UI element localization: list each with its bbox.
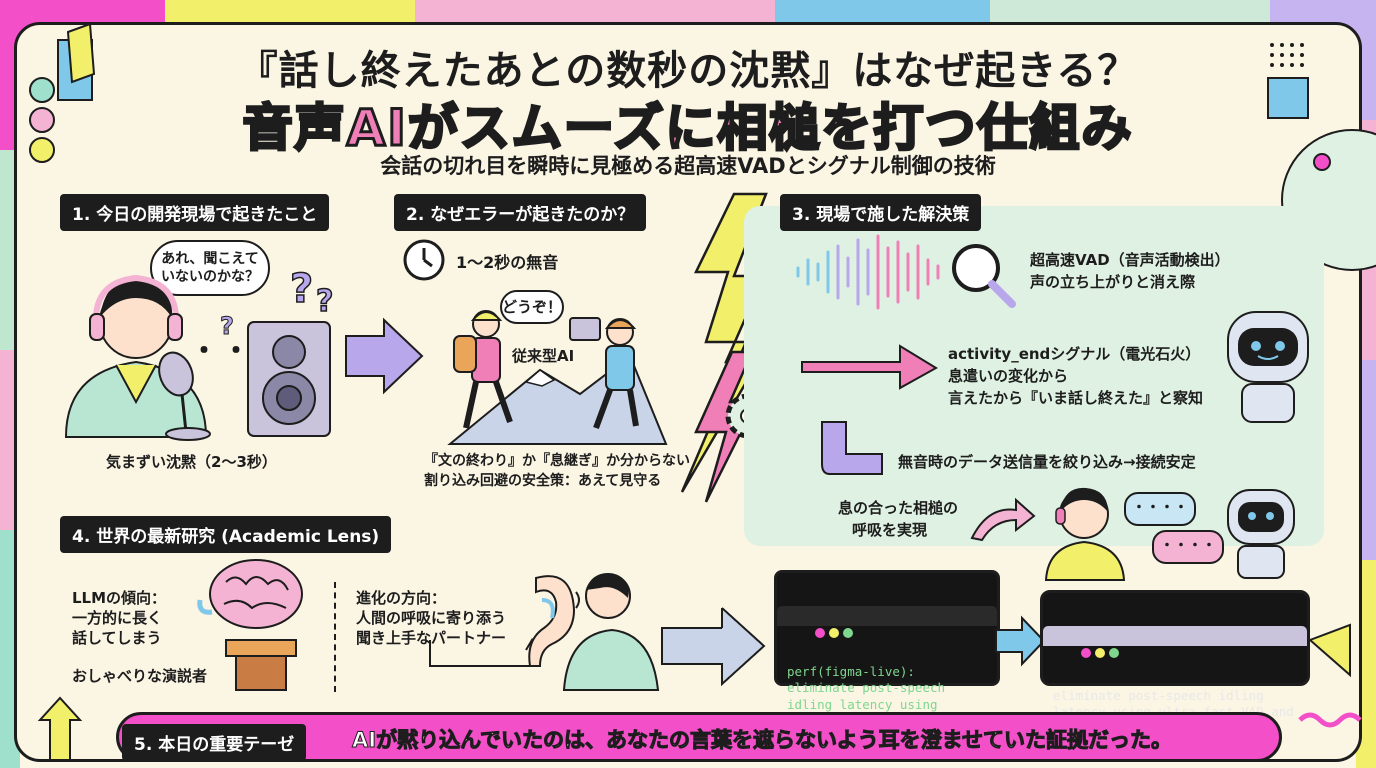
result-line-2: 呼吸を実現 bbox=[852, 521, 928, 539]
section-2-bubble: どうぞ！ bbox=[500, 290, 564, 324]
user-with-headset-icon bbox=[1044, 487, 1126, 581]
thesis-text: AIが黙り込んでいたのは、あなたの言葉を遮らないよう耳を澄ませていた証拠だった。 bbox=[352, 728, 1173, 753]
section-1-caption: 気まずい沈黙（2〜3秒） bbox=[106, 453, 277, 471]
thesis-bar bbox=[116, 712, 1282, 762]
vad-line-1: 超高速VAD（音声活動検出） bbox=[1030, 251, 1230, 269]
subtitle: 会話の切れ目を瞬時に見極める超高速VADとシグナル制御の技術 bbox=[380, 154, 996, 178]
dotted-arrow-icon bbox=[661, 605, 766, 687]
speaker-icon bbox=[247, 321, 331, 437]
clock-icon bbox=[403, 239, 445, 281]
section-1-label: 1. 今日の開発現場で起きたこと bbox=[60, 194, 330, 231]
hikers-mountain-icon bbox=[447, 310, 668, 445]
title-line-1: 『話し終えたあとの数秒の沈黙』はなぜ起きる？ bbox=[237, 48, 1139, 94]
silence-duration: 1〜2秒の無音 bbox=[456, 253, 559, 272]
signal-line-1: activity_endシグナル（電光石火） bbox=[948, 345, 1201, 363]
terminal-left-titlebar bbox=[777, 605, 997, 638]
speaker-caption: おしゃべりな演説者 bbox=[72, 667, 208, 685]
section-3-panel bbox=[744, 206, 1324, 546]
signal-line-2: 息遣いの変化から bbox=[948, 367, 1069, 385]
terminal-right-titlebar bbox=[1043, 625, 1307, 658]
corner-decor-icon bbox=[29, 22, 96, 163]
bottom-right-decor-icon bbox=[1298, 623, 1362, 728]
data-reduction-line: 無音時のデータ送信量を絞り込み→接続安定 bbox=[898, 453, 1196, 471]
llm-line-2: 一方的に長く bbox=[72, 609, 163, 627]
section-5-label: 5. 本日の重要テーゼ bbox=[122, 724, 307, 761]
legacy-ai-label: 従来型AI bbox=[512, 347, 575, 365]
ear-listening-icon bbox=[528, 573, 660, 691]
llm-line-3: 話してしまう bbox=[72, 629, 162, 647]
minimize-dot-icon[interactable] bbox=[1095, 647, 1106, 658]
vad-line-2: 声の立ち上がりと消え際 bbox=[1030, 273, 1196, 291]
question-mark-tiny-icon: ? bbox=[220, 311, 235, 340]
maximize-dot-icon[interactable] bbox=[843, 627, 854, 638]
terminal-left: perf(figma-live): eliminate post-speech … bbox=[774, 570, 1000, 744]
close-dot-icon[interactable] bbox=[1081, 647, 1092, 658]
section-1-bubble: あれ、聞こえて いないのかな？ bbox=[150, 240, 270, 296]
section-3-label: 3. 現場で施した解決策 bbox=[780, 194, 982, 231]
developer-headset-icon bbox=[64, 274, 211, 441]
evo-line-2: 人間の呼吸に寄り添う bbox=[356, 609, 507, 627]
terminal-right: eliminate post-speech idling latency usi… bbox=[1040, 590, 1310, 736]
question-marks-icon: ? bbox=[289, 265, 314, 313]
minimize-dot-icon[interactable] bbox=[829, 627, 840, 638]
maximize-dot-icon[interactable] bbox=[1109, 647, 1120, 658]
soundwave-icon bbox=[796, 234, 1016, 310]
title-line-2: 音声AIがスムーズに相槌を打つ仕組み bbox=[241, 98, 1134, 159]
bottom-left-decor-icon bbox=[37, 696, 83, 761]
evo-line-1: 進化の方向： bbox=[356, 589, 447, 607]
curved-arrow-icon bbox=[970, 497, 1036, 542]
robot-small-icon bbox=[1227, 489, 1295, 579]
signal-line-3: 言えたから『いま話し終えた』と察知 bbox=[948, 389, 1204, 407]
terminal-arrow-icon bbox=[995, 615, 1046, 667]
pipe-icon bbox=[821, 421, 883, 475]
arrow-right-icon bbox=[345, 317, 424, 395]
evo-line-3: 聞き上手なパートナー bbox=[356, 629, 507, 647]
question-mark-small-icon: ? bbox=[315, 283, 334, 319]
section-2-caption-1: 『文の終わり』か『息継ぎ』か分からない bbox=[424, 453, 690, 469]
close-dot-icon[interactable] bbox=[815, 627, 826, 638]
signal-arrow-icon bbox=[801, 344, 938, 390]
section-2-label: 2. なぜエラーが起きたのか？ bbox=[394, 194, 647, 231]
divider bbox=[334, 582, 336, 692]
section-2-caption-2: 割り込み回避の安全策：あえて見守る bbox=[424, 473, 662, 489]
brain-icon bbox=[197, 559, 303, 691]
section-4-label: 4. 世界の最新研究 (Academic Lens) bbox=[60, 516, 392, 553]
chat-bubble-pink: ・・・・ bbox=[1152, 530, 1224, 564]
robot-icon bbox=[1227, 311, 1309, 423]
chat-bubble-blue: ・・・・ bbox=[1124, 492, 1196, 526]
result-line-1: 息の合った相槌の bbox=[838, 499, 959, 517]
llm-line-1: LLMの傾向： bbox=[72, 589, 167, 607]
